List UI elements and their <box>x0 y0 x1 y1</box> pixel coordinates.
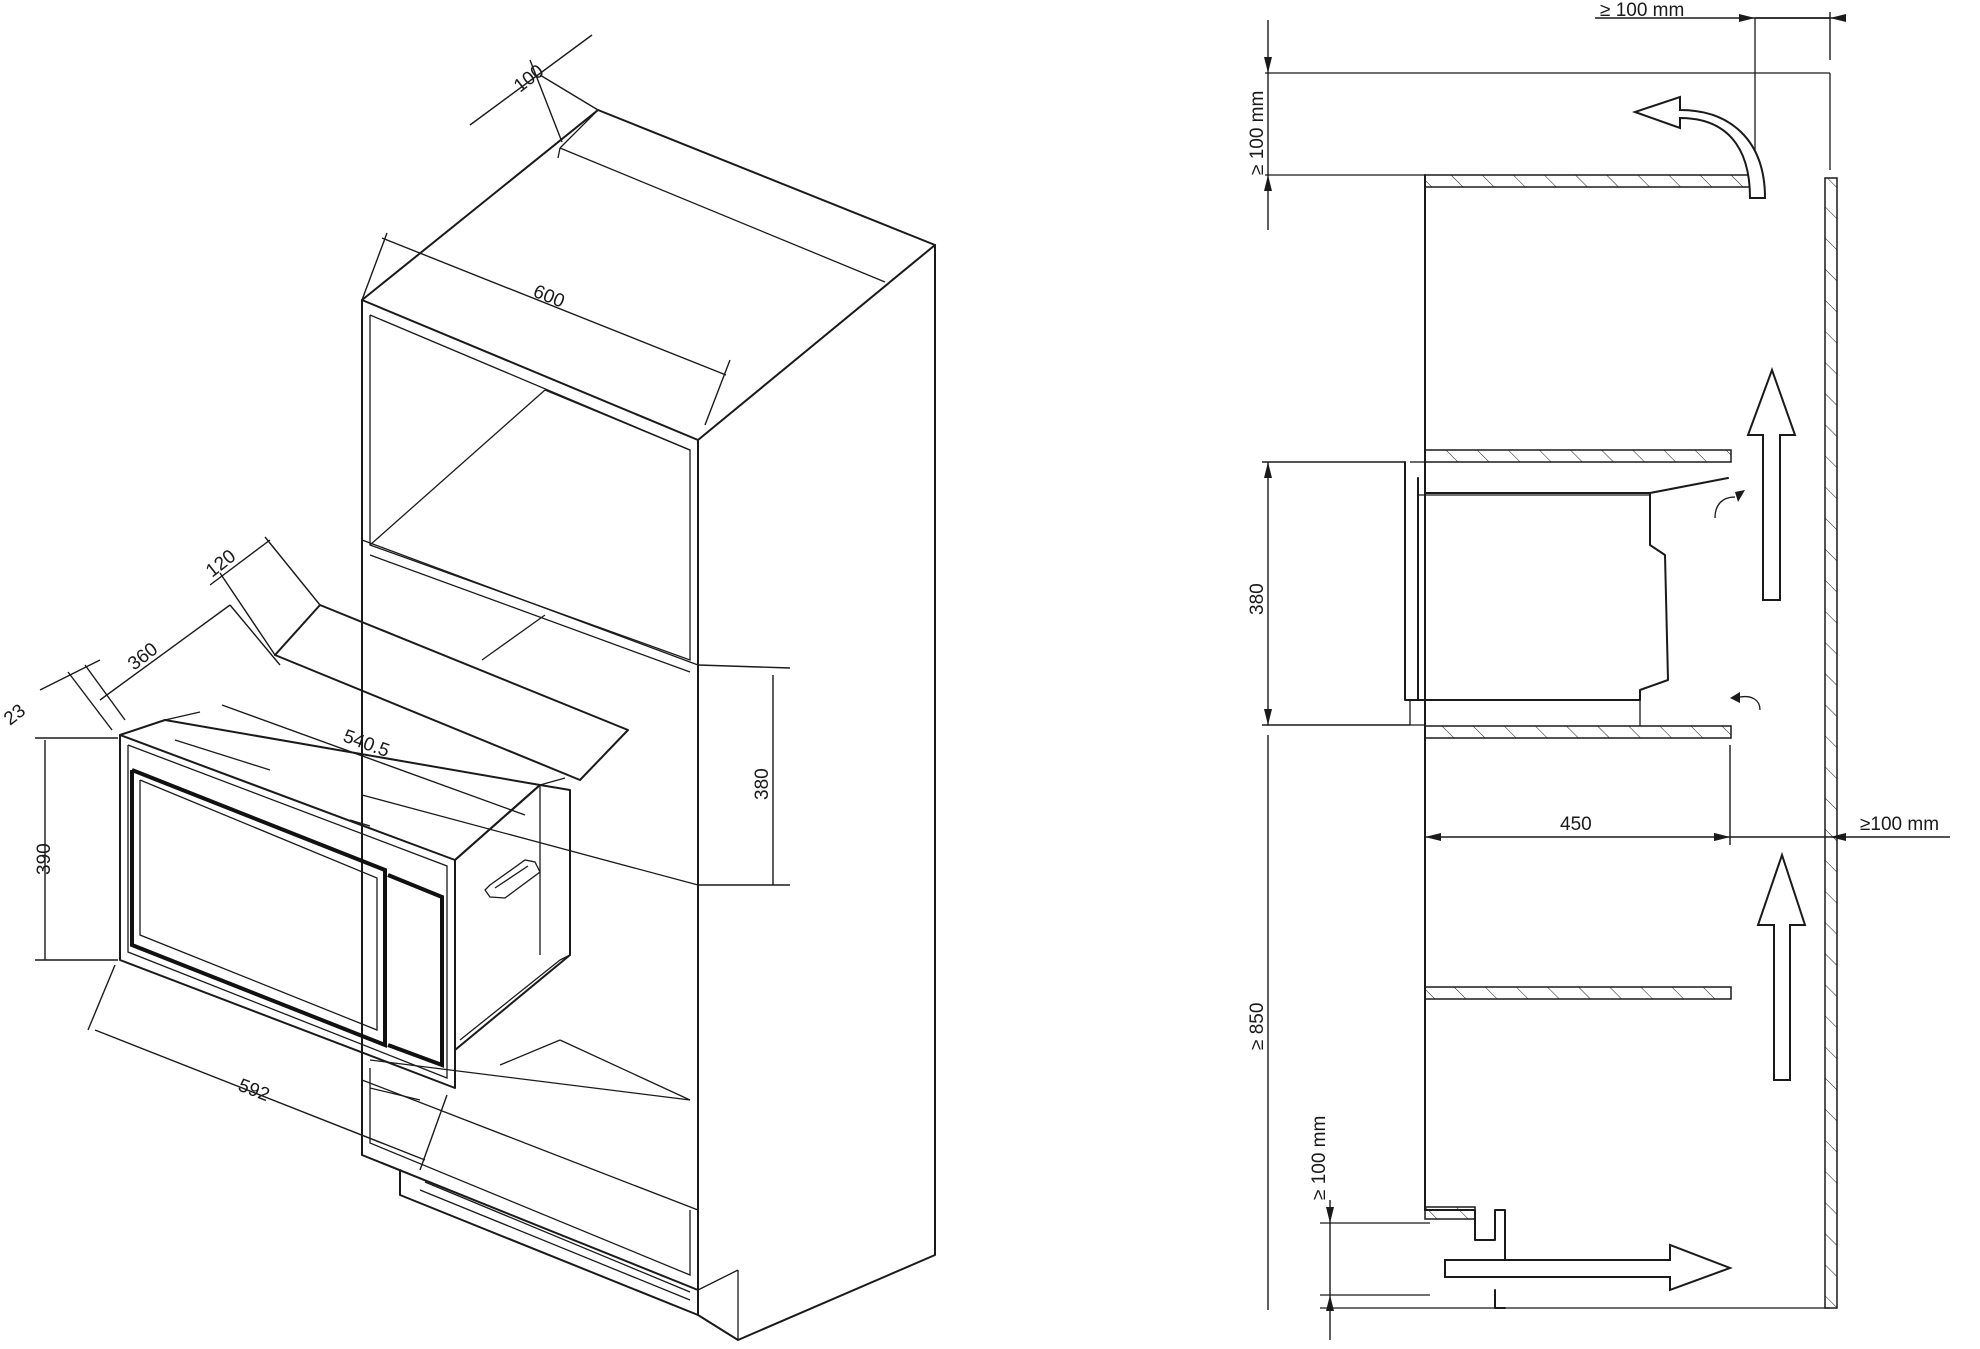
small-curve-arrow-bottom <box>1739 695 1761 711</box>
dim-label-380-iso: 380 <box>752 768 773 800</box>
bottom-shelf <box>1424 986 1732 1000</box>
isometric-dimensions <box>35 34 791 1171</box>
top-shelf <box>1424 174 1751 188</box>
microwave-section <box>1404 461 1729 726</box>
tall-cabinet <box>361 109 937 1341</box>
airflow-up-arrow-upper <box>1746 367 1797 601</box>
dim-label-390: 390 <box>34 843 55 875</box>
dim-label-380-section: 380 <box>1247 583 1268 615</box>
dim-label-top-height: ≥ 100 mm <box>1247 91 1268 175</box>
dim-label-540-5: 540.5 <box>340 726 392 762</box>
dim-label-120: 120 <box>202 546 240 582</box>
dim-label-850: ≥ 850 <box>1247 1003 1268 1050</box>
section-dimensions <box>1262 12 1950 1340</box>
upper-shelf <box>1424 449 1732 463</box>
dimension-arrowheads <box>1264 14 1846 1311</box>
dim-label-600: 600 <box>530 281 567 312</box>
dim-label-top-gap: ≥ 100 mm <box>1600 0 1684 21</box>
intake-arrow <box>1444 1243 1733 1292</box>
dim-label-23: 23 <box>0 700 30 730</box>
dim-label-plinth-gap: ≥ 100 mm <box>1309 1116 1330 1200</box>
floor-shelf <box>1424 1206 1476 1220</box>
dim-label-592: 592 <box>235 1075 272 1106</box>
lower-shelf <box>1424 725 1732 739</box>
airflow-up-arrow-lower <box>1756 851 1807 1081</box>
dim-label-rear-gap: ≥100 mm <box>1860 814 1939 835</box>
dim-label-450: 450 <box>1560 814 1592 835</box>
small-curve-arrow-top <box>1714 496 1736 519</box>
isometric-view: 100 600 120 360 23 540.5 380 390 592 <box>0 34 937 1341</box>
airflow-arrows <box>1444 95 1807 1292</box>
section-view: ≥ 100 mm ≥ 100 mm 380 450 ≥100 mm ≥ 850 … <box>1247 0 1950 1340</box>
exhaust-curved-arrow <box>1631 95 1767 199</box>
dim-label-360: 360 <box>124 639 162 675</box>
